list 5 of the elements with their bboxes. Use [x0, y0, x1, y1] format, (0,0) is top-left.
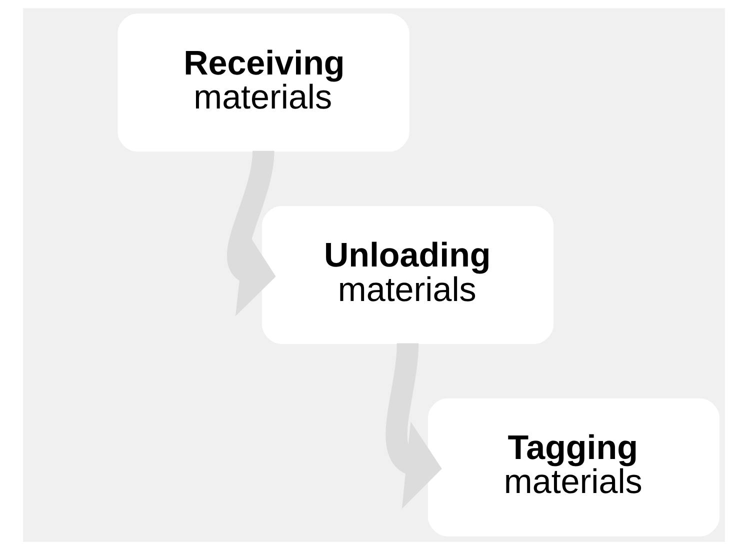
- node-box: Tagging materials: [427, 398, 720, 536]
- arrow: [385, 342, 442, 509]
- node-box: Unloading materials: [261, 206, 554, 344]
- node-box: Receiving materials: [117, 14, 409, 152]
- arrow: [226, 150, 276, 316]
